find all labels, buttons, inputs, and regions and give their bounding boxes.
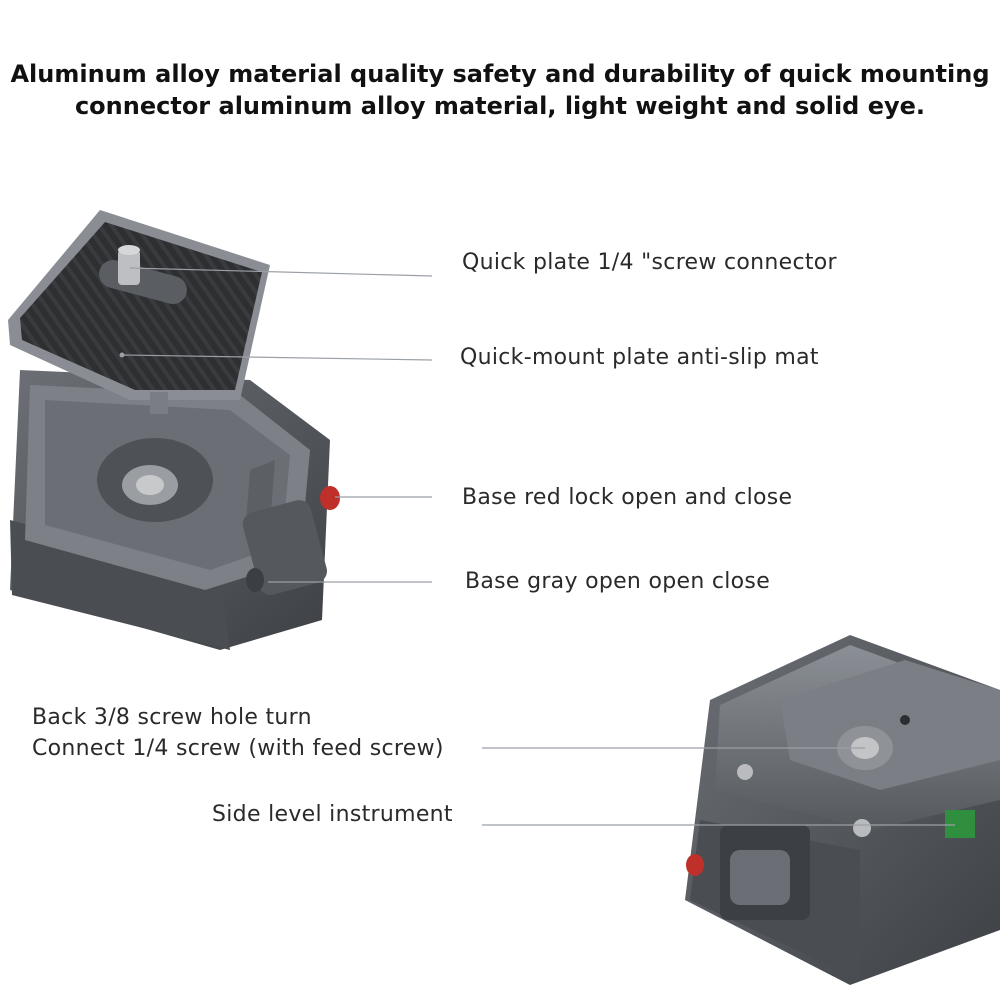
- quick-plate: [8, 210, 270, 414]
- gray-knob: [242, 500, 327, 595]
- level-bubble: [945, 810, 975, 838]
- leader-lines: [121, 267, 955, 826]
- callout-gray-knob: Base gray open open close: [465, 569, 771, 594]
- headline: Aluminum alloy material quality safety a…: [0, 58, 1000, 122]
- callout-level: Side level instrument: [212, 802, 453, 827]
- callout-red-lock: Base red lock open and close: [462, 485, 793, 510]
- base-clamp-left: [10, 370, 340, 650]
- red-lock-knob: [320, 486, 340, 510]
- headline-line-1: Aluminum alloy material quality safety a…: [10, 60, 990, 88]
- headline-line-2: connector aluminum alloy material, light…: [74, 92, 926, 120]
- callout-anti-slip-mat: Quick-mount plate anti-slip mat: [460, 345, 819, 370]
- callout-back-hole-line-2: Connect 1/4 screw (with feed screw): [32, 736, 444, 761]
- callout-back-hole-line-1: Back 3/8 screw hole turn: [32, 705, 312, 730]
- callout-quick-plate-screw: Quick plate 1/4 "screw connector: [462, 250, 837, 275]
- base-clamp-right: [685, 635, 1000, 985]
